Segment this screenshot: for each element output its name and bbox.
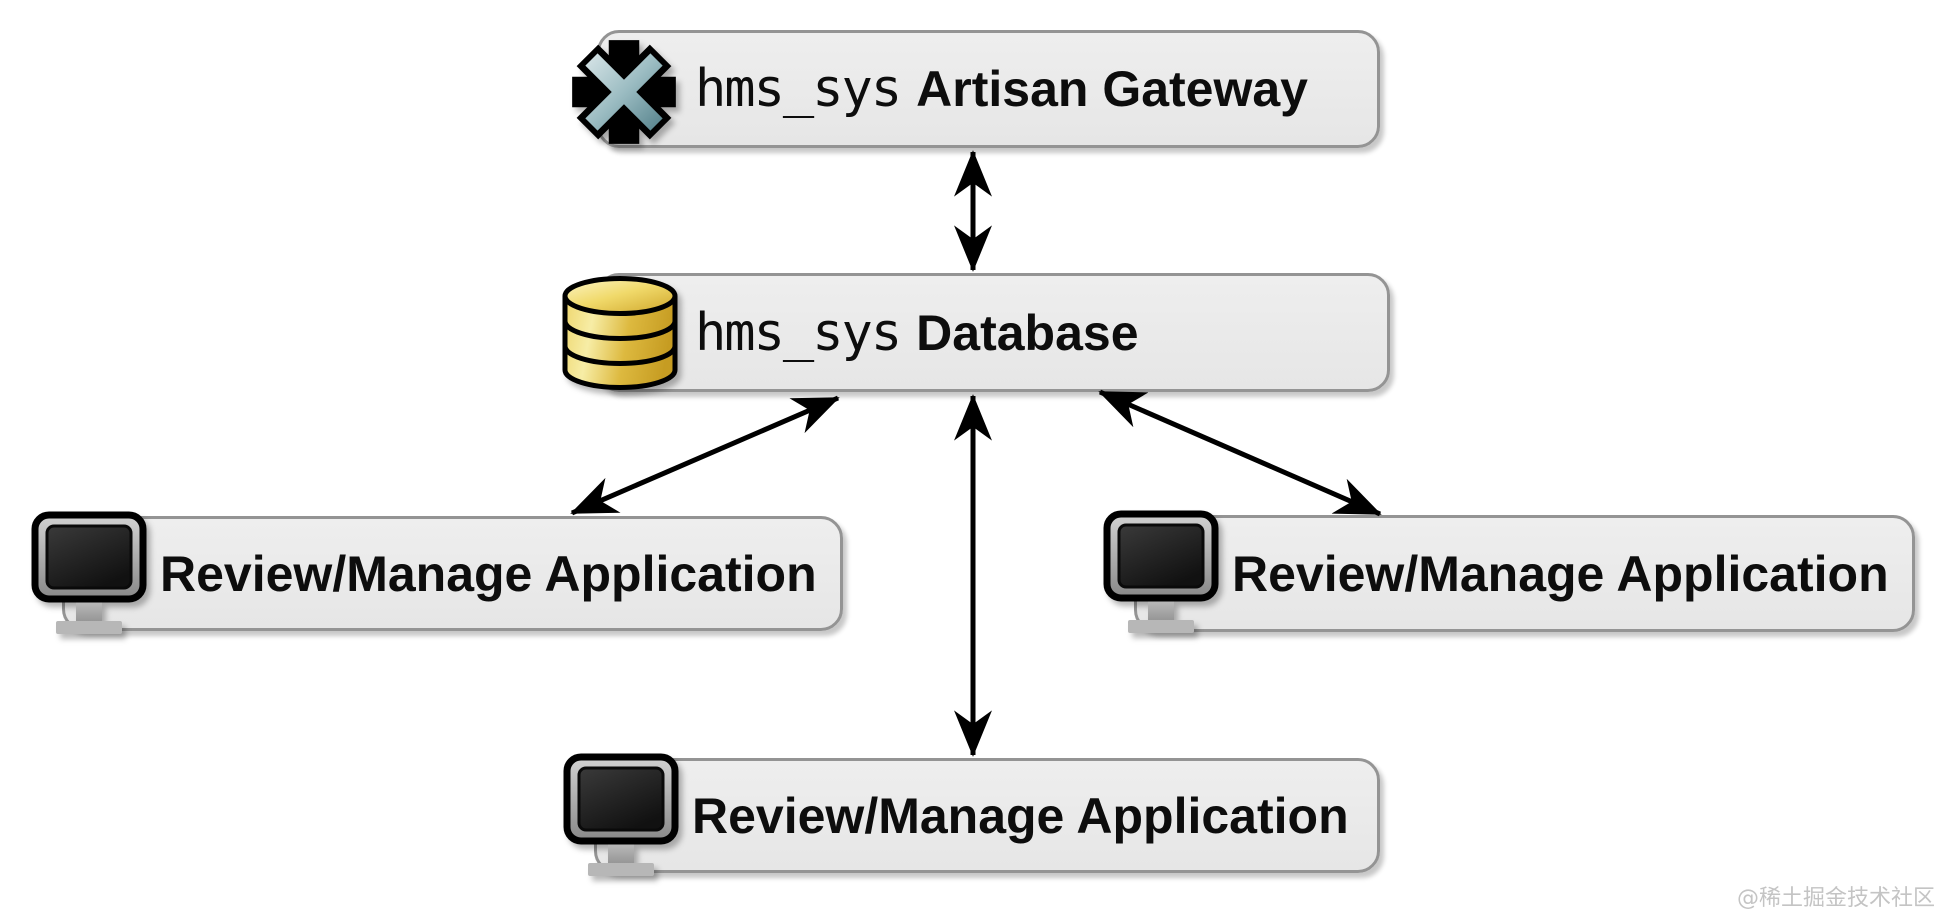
monitor-icon	[1103, 510, 1219, 636]
watermark: @稀土掘金技术社区	[1736, 886, 1935, 911]
node-label: Database	[916, 304, 1139, 361]
monitor-icon	[31, 511, 147, 637]
node-review-manage-left: Review/Manage Application	[31, 511, 843, 634]
node-label: Review/Manage Application	[160, 545, 817, 602]
monitor-icon	[563, 753, 679, 879]
node-database: hms_sys Database	[562, 273, 1390, 392]
node-label: Artisan Gateway	[916, 61, 1308, 117]
node-label: Review/Manage Application	[692, 787, 1349, 844]
edge-database-app-left	[570, 395, 840, 516]
asterisk-icon	[563, 31, 685, 153]
node-label-prefix: hms_sys	[695, 302, 902, 363]
node-review-manage-right: Review/Manage Application	[1103, 510, 1915, 633]
node-label-prefix: hms_sys	[695, 59, 902, 119]
node-label: Review/Manage Application	[1232, 545, 1889, 602]
node-artisan-gateway: hms_sys Artisan Gateway	[572, 30, 1380, 148]
node-review-manage-bottom: Review/Manage Application	[563, 753, 1380, 876]
database-icon	[555, 271, 685, 397]
edge-database-app-right	[1098, 389, 1382, 517]
